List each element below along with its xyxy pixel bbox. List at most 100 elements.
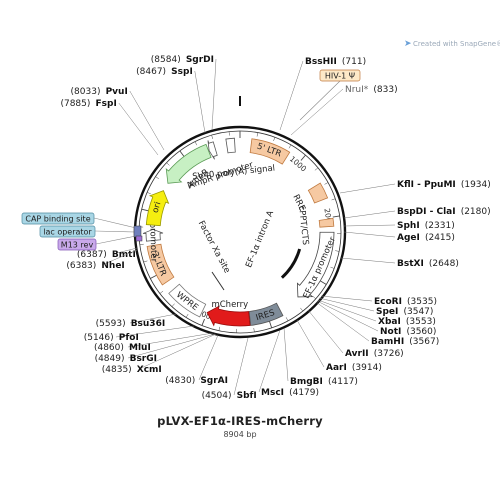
site-enzyme-name: MluI [129,343,151,353]
feature-ori [145,190,170,227]
tick-mark [159,290,164,294]
tick-mark [256,132,258,137]
site-leader [194,70,206,134]
feature-ires [248,302,284,326]
site-enzyme-name: MscI [261,388,284,398]
site-text: XbaI (3553) [378,309,436,328]
site-position: (3726) [374,349,404,359]
site-agei[interactable]: AgeI (2415) [343,225,455,244]
site-enzyme-name: XbaI [378,317,401,327]
site-sphi[interactable]: SphI (2331) [343,213,455,232]
site-leader [129,90,165,151]
site-enzyme-name: FspI [96,99,117,109]
plasmid-title: pLVX-EF1α-IRES-mCherry [157,414,323,428]
site-leader [112,247,138,255]
tick-mark [335,250,340,252]
site-leader [320,295,373,302]
site-pfoi[interactable]: (5146) PfoI [84,325,195,344]
site-bspdi[interactable]: BspDI - ClaI (2180) [343,199,491,219]
site-bmgbi[interactable]: BmgBI (4117) [283,327,358,388]
site-position: (711) [342,57,366,67]
site-text: (7885) FspI [60,91,116,110]
site-leader [316,300,379,332]
tick-mark [300,154,306,161]
tick-mark [330,266,335,269]
site-nhei[interactable]: (6383) NheI [66,249,138,272]
site-position: (6387) [77,250,107,260]
tag-label-cap: CAP binding site [25,215,90,224]
feature-ampr [165,143,212,184]
tick-mark [253,327,255,333]
site-text: (6383) NheI [66,253,124,272]
site-text: BstXI (2648) [397,251,459,270]
tick-mark [150,274,157,279]
feature-lacprom [142,228,164,242]
site-sspi[interactable]: (8467) SspI [136,59,206,134]
site-fspi[interactable]: (7885) FspI [60,91,159,156]
tick-mark [312,295,316,299]
site-noti[interactable]: NotI (3560) [316,300,436,338]
site-enzyme-name: SspI [171,67,193,77]
feature-sv40pa [225,137,236,154]
site-leader [317,299,377,322]
site-enzyme-name: PvuI [106,87,128,97]
site-leader [129,313,177,324]
site-bmti[interactable]: (6387) BmtI [77,242,138,261]
site-text: (4849) BsrGI [95,346,157,365]
site-mlui[interactable]: (4860) MluI [94,332,214,354]
tag-leader-lacop [94,230,137,233]
tick-mark [324,182,329,185]
tick-label: 2000 [322,208,334,228]
site-bamhi[interactable]: BamHI (3567) [315,301,439,348]
site-leader [307,309,344,354]
feature-cppt [318,217,335,228]
site-xbai[interactable]: XbaI (3553) [317,299,436,328]
site-xcmi[interactable]: (4835) XcmI [102,333,217,376]
site-enzyme-name: SpeI [376,307,398,317]
site-nrui[interactable]: NruI* (833) [290,77,398,136]
site-position: (1934) [461,180,491,190]
site-sgrai[interactable]: (4830) SgrAI [165,334,228,387]
site-leader [115,325,195,338]
site-sbfi[interactable]: (4504) SbfI [202,337,257,402]
feature-wpre [168,283,207,318]
site-leader [101,249,138,266]
site-position: (4830) [165,376,195,386]
site-position: (3567) [409,337,439,347]
site-leader [290,88,344,136]
tick-mark [314,167,319,171]
tick-mark [143,260,148,263]
site-bsrgi[interactable]: (4849) BsrGI [95,333,216,365]
site-position: (6383) [66,261,96,271]
site-text: (4860) MluI [94,335,151,354]
site-position: (4835) [102,365,132,375]
site-avrii[interactable]: AvrII (3726) [307,309,404,360]
site-enzyme-name: KflI - PpuMI [397,180,456,190]
site-sgrdi[interactable]: (8584) SgrDI [151,47,217,131]
tick-mark [185,313,189,318]
site-text: AvrII (3726) [345,341,404,360]
tick-mark [194,141,198,146]
tick-label: 1000 [288,154,309,173]
site-bsshii[interactable]: BssHII (711) [279,49,366,131]
site-leader [279,60,304,131]
site-position: (2331) [425,221,455,231]
site-leader [340,257,396,264]
site-text: (4835) XcmI [102,357,162,376]
tag-box-lacop [39,225,96,238]
site-spei[interactable]: SpeI (3547) [318,297,433,318]
site-kfli[interactable]: KflI - PpuMI (1934) [339,172,491,194]
tick-mark [166,162,170,166]
site-leader [138,333,217,370]
tick-mark [155,176,160,180]
site-pvui[interactable]: (8033) PvuI [71,79,165,151]
site-bsu36i[interactable]: (5593) Bsu36I [96,311,177,330]
tick-mark [147,192,151,195]
site-aari[interactable]: AarI (3914) [296,319,382,374]
site-leader [233,337,249,396]
site-ecori[interactable]: EcoRI (3535) [320,289,437,308]
site-bstxi[interactable]: BstXI (2648) [340,251,459,270]
site-msci[interactable]: MscI (4179) [258,329,319,399]
